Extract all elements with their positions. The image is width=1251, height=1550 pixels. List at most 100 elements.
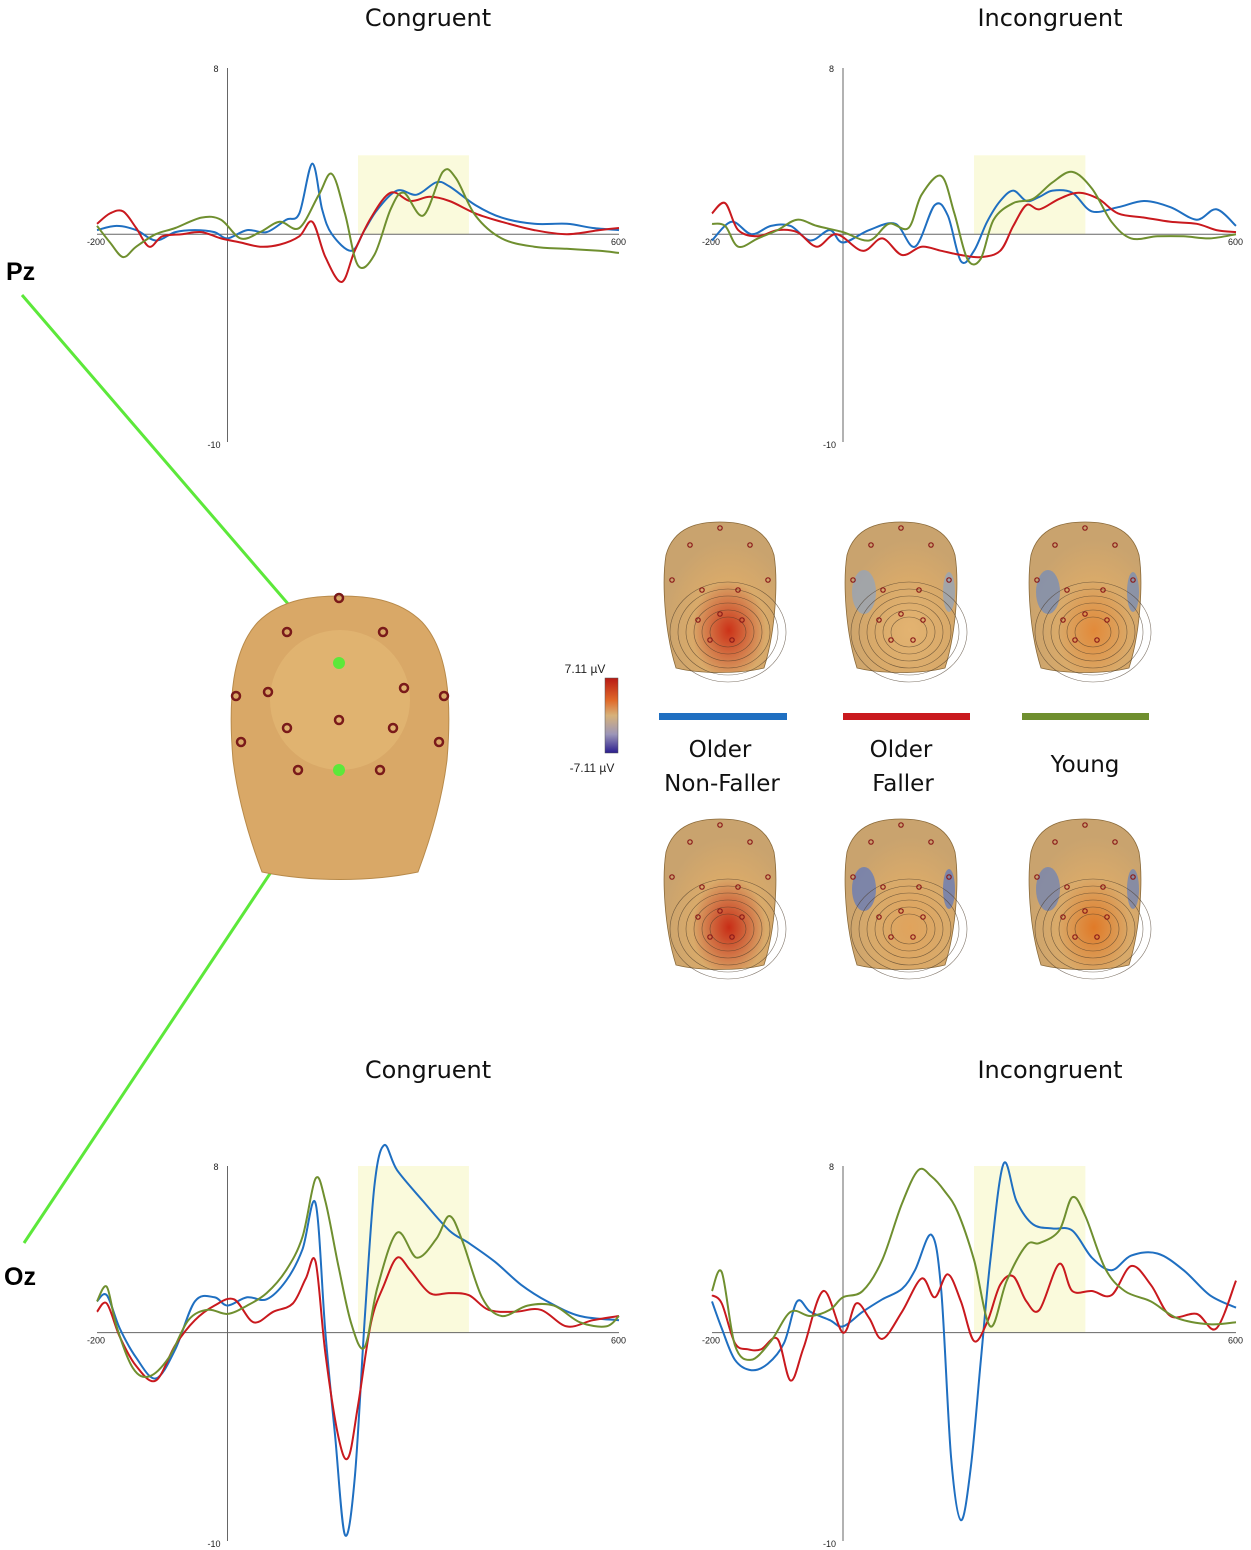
electrode-marker bbox=[916, 587, 922, 593]
y-tick-label: -10 bbox=[208, 440, 221, 450]
electrode-marker bbox=[377, 626, 389, 638]
x-tick-label: 600 bbox=[611, 1336, 626, 1346]
electrode-marker bbox=[898, 822, 904, 828]
topographic-map bbox=[844, 818, 968, 980]
legend-label: Older bbox=[689, 737, 752, 763]
colorscale-bar bbox=[604, 677, 619, 754]
oz-electrode-marker bbox=[333, 764, 345, 776]
topomap-head bbox=[844, 818, 958, 970]
topographic-map bbox=[844, 521, 968, 683]
topomap-negative-region bbox=[943, 869, 955, 909]
series-line-older-non-faller bbox=[96, 1144, 620, 1537]
electrode-marker bbox=[717, 611, 723, 617]
series-line-young bbox=[711, 1167, 1237, 1361]
topomap-contour bbox=[693, 899, 763, 959]
y-tick-label: 8 bbox=[829, 1162, 834, 1172]
topomap-contour bbox=[874, 602, 944, 662]
electrode-marker bbox=[876, 914, 882, 920]
x-tick-label: 600 bbox=[1228, 1336, 1243, 1346]
x-tick-label: -200 bbox=[87, 1336, 105, 1346]
colorscale: 7.11 µV -7.11 µV bbox=[565, 662, 619, 775]
electrode-marker bbox=[1104, 914, 1110, 920]
electrode-marker bbox=[1082, 525, 1088, 531]
topomap-contour bbox=[850, 878, 968, 980]
electrode-marker bbox=[669, 874, 675, 880]
electrode-marker bbox=[1064, 884, 1070, 890]
electrode-marker bbox=[1034, 577, 1040, 583]
legend: Older Non-Faller Older Faller Young bbox=[659, 713, 1149, 797]
electrode-marker bbox=[747, 839, 753, 845]
y-tick-label: -10 bbox=[823, 1539, 836, 1549]
topomap-contour bbox=[1050, 595, 1136, 669]
head-electrodes bbox=[230, 592, 450, 776]
topographic-map bbox=[1028, 818, 1152, 980]
topomap-contour bbox=[685, 892, 771, 966]
electrode-marker bbox=[880, 884, 886, 890]
x-tick-label: 600 bbox=[611, 237, 626, 247]
electrode-marker bbox=[374, 764, 386, 776]
y-tick-label: 8 bbox=[214, 64, 219, 74]
topomap-contour bbox=[1074, 913, 1112, 945]
electrode-marker bbox=[916, 884, 922, 890]
electrode-marker bbox=[235, 736, 247, 748]
electrode-marker bbox=[747, 542, 753, 548]
electrode-marker bbox=[333, 714, 345, 726]
electrode-marker bbox=[868, 839, 874, 845]
electrode-marker bbox=[717, 525, 723, 531]
electrode-marker bbox=[687, 542, 693, 548]
topomap-head bbox=[1028, 818, 1142, 970]
electrode-marker bbox=[1060, 914, 1066, 920]
topographic-map bbox=[1028, 521, 1152, 683]
electrode-marker bbox=[1072, 934, 1078, 940]
electrode-marker bbox=[1052, 839, 1058, 845]
topomap-contour bbox=[677, 588, 779, 676]
x-tick-label: -200 bbox=[87, 237, 105, 247]
electrode-marker bbox=[333, 592, 345, 604]
electrode-label-pz: Pz bbox=[6, 258, 35, 286]
topomap-head bbox=[663, 521, 777, 673]
chart-title: Incongruent bbox=[977, 1056, 1122, 1084]
electrode-marker bbox=[765, 874, 771, 880]
topomap-contour bbox=[882, 609, 936, 655]
topomap-contour bbox=[677, 885, 779, 973]
electrode-marker bbox=[398, 682, 410, 694]
y-tick-label: 8 bbox=[829, 64, 834, 74]
pz-electrode-marker bbox=[333, 657, 345, 669]
electrode-marker bbox=[707, 637, 713, 643]
chart-title: Incongruent bbox=[977, 4, 1122, 32]
y-tick-label: -10 bbox=[823, 440, 836, 450]
topomap-contour bbox=[858, 588, 960, 676]
electrode-marker bbox=[946, 577, 952, 583]
electrode-marker bbox=[1034, 874, 1040, 880]
topomap-contour bbox=[1042, 885, 1144, 973]
topomap-contour bbox=[709, 913, 747, 945]
head-model bbox=[230, 592, 450, 880]
electrode-marker bbox=[1130, 577, 1136, 583]
electrode-marker bbox=[292, 764, 304, 776]
y-tick-label: -10 bbox=[208, 1539, 221, 1549]
series-line-older-non-faller bbox=[96, 162, 620, 252]
erp-chart-pz-congruent: -200 600 8 -10 bbox=[87, 64, 626, 450]
electrode-marker bbox=[735, 587, 741, 593]
electrode-marker bbox=[281, 626, 293, 638]
topomap-contour bbox=[866, 595, 952, 669]
topomap-contour bbox=[850, 581, 968, 683]
topomap-contour bbox=[685, 595, 771, 669]
electrode-marker bbox=[717, 908, 723, 914]
electrode-marker bbox=[1112, 542, 1118, 548]
legend-label: Faller bbox=[872, 771, 934, 797]
electrode-marker bbox=[888, 934, 894, 940]
topomap-negative-region bbox=[852, 867, 876, 911]
electrode-marker bbox=[910, 934, 916, 940]
electrode-marker bbox=[928, 839, 934, 845]
electrode-marker bbox=[281, 722, 293, 734]
colorscale-max-label: 7.11 µV bbox=[565, 662, 606, 676]
topomap-contour bbox=[693, 602, 763, 662]
topomap-contour bbox=[1058, 899, 1128, 959]
series-line-older-non-faller bbox=[711, 1161, 1237, 1522]
topomap-contour bbox=[1034, 878, 1152, 980]
electrode-marker bbox=[1112, 839, 1118, 845]
electrode-marker bbox=[1130, 874, 1136, 880]
topomap-contour bbox=[874, 899, 944, 959]
